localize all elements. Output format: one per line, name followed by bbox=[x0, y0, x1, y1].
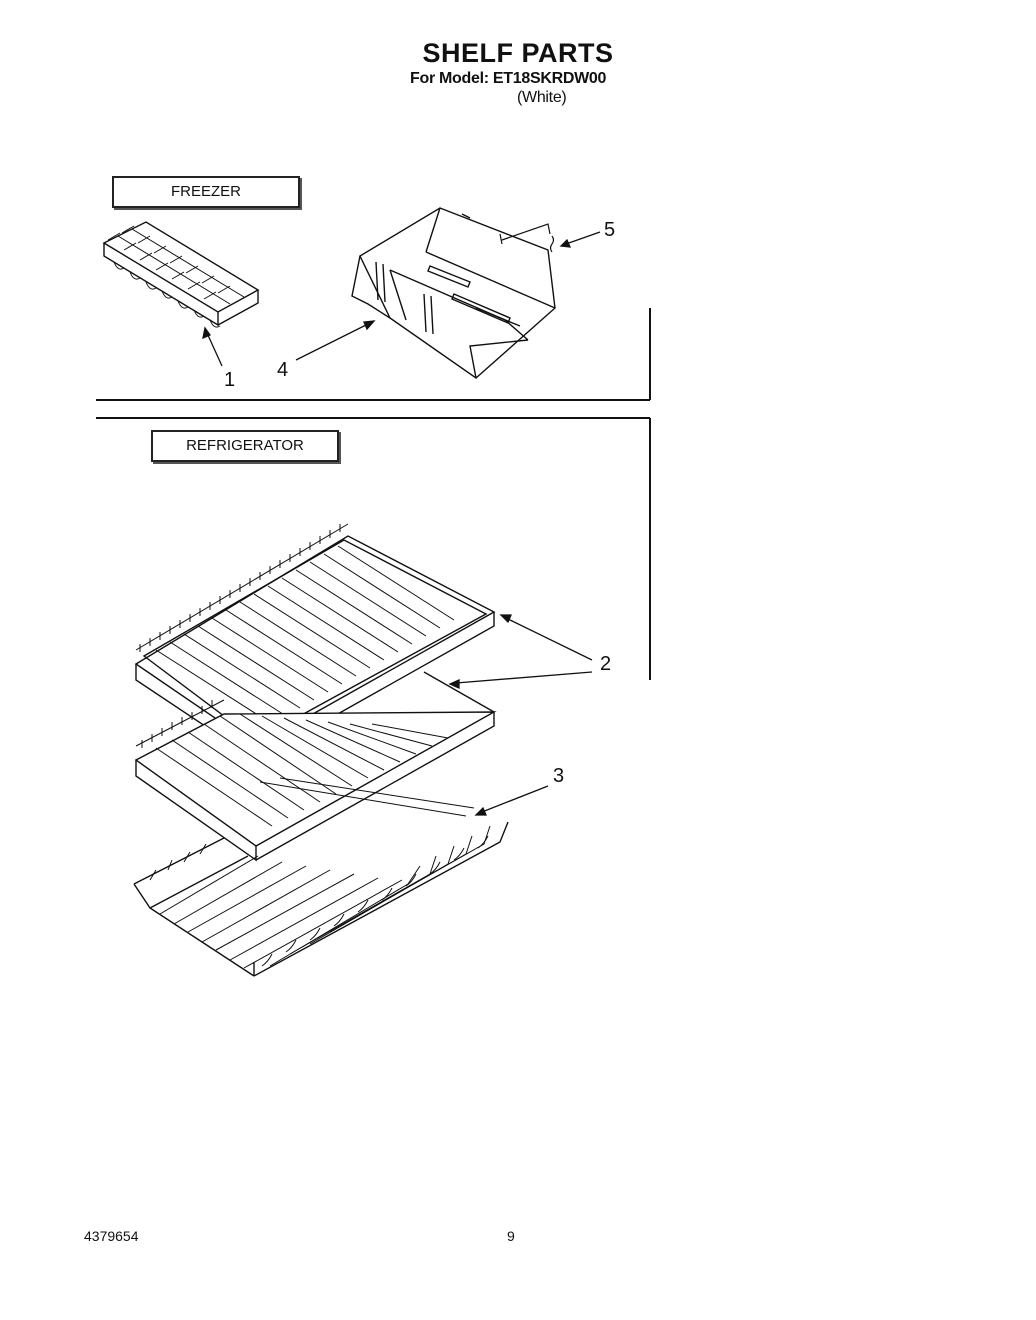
freezer-section-label: FREEZER bbox=[112, 176, 300, 208]
leader-3 bbox=[474, 785, 549, 816]
callout-3: 3 bbox=[553, 765, 565, 787]
callout-1: 1 bbox=[224, 369, 236, 391]
page-title: SHELF PARTS bbox=[422, 38, 614, 68]
leader-2 bbox=[448, 614, 593, 690]
leader-4 bbox=[295, 320, 376, 361]
callout-2: 2 bbox=[600, 653, 612, 675]
section-frames bbox=[96, 308, 651, 680]
glass-shelf-upper bbox=[134, 523, 496, 762]
model-color: (White) bbox=[517, 89, 567, 106]
glass-shelf-lower bbox=[134, 671, 497, 862]
callout-4: 4 bbox=[277, 359, 289, 381]
callout-5: 5 bbox=[604, 219, 616, 241]
clip-part bbox=[499, 223, 555, 253]
model-number: For Model: ET18SKRDW00 bbox=[410, 70, 607, 87]
freezer-shelf-part bbox=[351, 207, 556, 379]
leader-1 bbox=[202, 326, 223, 367]
document-number: 4379654 bbox=[84, 1228, 139, 1244]
leader-5 bbox=[559, 231, 601, 248]
wire-shelf-part bbox=[133, 777, 509, 977]
refrigerator-section-label: REFRIGERATOR bbox=[151, 430, 339, 462]
ice-tray-part bbox=[102, 221, 260, 328]
page-number: 9 bbox=[507, 1228, 515, 1244]
